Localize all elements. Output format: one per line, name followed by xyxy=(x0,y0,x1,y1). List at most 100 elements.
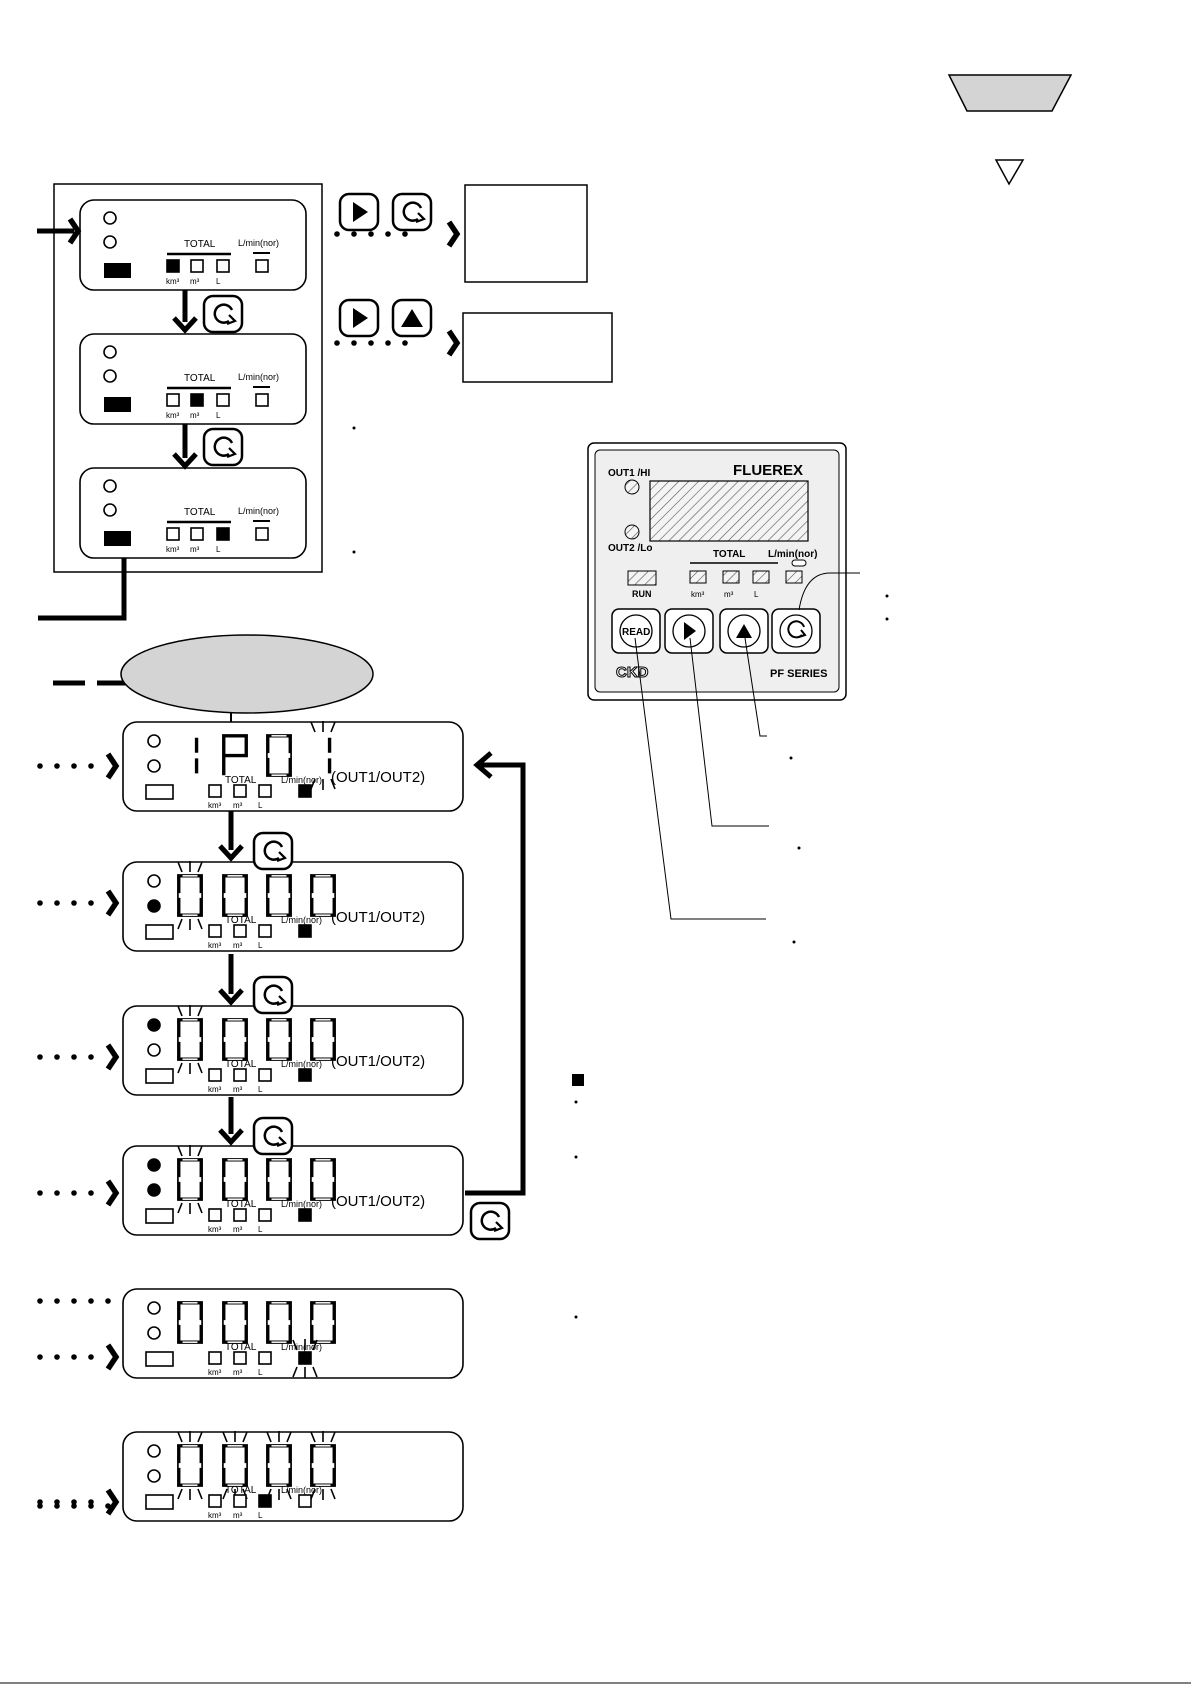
right-key[interactable] xyxy=(338,192,380,232)
display-panel xyxy=(79,467,307,559)
flow-lamp xyxy=(298,1351,312,1365)
mode-select-frame xyxy=(53,183,323,573)
out2-lamp xyxy=(103,369,117,383)
flow-arrow-icon xyxy=(218,844,244,862)
unit-label: L xyxy=(754,590,759,599)
leader-dot xyxy=(37,1499,43,1505)
total-label: TOTAL xyxy=(225,775,257,786)
flow-bar xyxy=(791,559,807,567)
out2-lamp xyxy=(147,899,161,913)
total-label: TOTAL xyxy=(184,373,216,384)
leader-up-key xyxy=(744,637,767,737)
leader-dot xyxy=(37,1190,43,1196)
unit-label: m³ xyxy=(233,1368,243,1377)
read-button[interactable]: READ xyxy=(611,608,661,654)
total-label: TOTAL xyxy=(225,1199,257,1210)
leader-dot xyxy=(71,763,77,769)
flow-arrow-icon xyxy=(218,988,244,1006)
unit-label: km³ xyxy=(166,545,180,554)
unit-lamp xyxy=(216,259,230,273)
display-panel xyxy=(122,1431,464,1522)
leader-dot xyxy=(54,1190,60,1196)
flow-arrow-icon xyxy=(105,752,120,780)
flow-lamp xyxy=(298,1068,312,1082)
run-lamp xyxy=(145,1351,174,1367)
leader-dot xyxy=(88,900,94,906)
bullet xyxy=(574,1155,578,1159)
right-button[interactable] xyxy=(664,608,714,654)
mode-key[interactable] xyxy=(252,975,294,1015)
mode-key[interactable] xyxy=(252,1116,294,1156)
out2-lamp xyxy=(147,1469,161,1483)
run-lamp xyxy=(627,570,657,586)
output-mode-label: (OUT1/OUT2) xyxy=(331,769,425,786)
mode-key[interactable] xyxy=(252,831,294,871)
mode-key[interactable] xyxy=(391,192,433,232)
mode-key[interactable] xyxy=(202,294,244,334)
mode-cycle-key-icon xyxy=(263,840,284,861)
run-lamp xyxy=(104,397,131,412)
unit-lamp xyxy=(208,1351,222,1365)
up-key[interactable] xyxy=(391,298,433,338)
unit-label: L xyxy=(258,1085,263,1094)
leader-dot xyxy=(71,1190,77,1196)
unit-lamp xyxy=(208,1068,222,1082)
mode-key[interactable] xyxy=(469,1201,511,1241)
key-frame xyxy=(252,831,294,871)
unit-lamp xyxy=(233,1351,247,1365)
cycle-button[interactable] xyxy=(771,608,821,654)
display-panel xyxy=(122,861,464,952)
unit-label: L xyxy=(258,1511,263,1520)
leader-dot xyxy=(88,1190,94,1196)
leader-dot xyxy=(37,1054,43,1060)
key-frame xyxy=(202,294,244,334)
return-loop-line xyxy=(465,762,526,1196)
bullet xyxy=(574,1315,578,1319)
unit-lamp xyxy=(208,924,222,938)
leader-dot xyxy=(71,1499,77,1505)
unit-lamp xyxy=(190,527,204,541)
flow-lamp xyxy=(298,1208,312,1222)
right-key[interactable] xyxy=(338,298,380,338)
unit-label: m³ xyxy=(233,1225,243,1234)
mode-cycle-arrowhead xyxy=(415,212,426,224)
total-label: TOTAL xyxy=(225,1485,257,1496)
mode-cycle-arrowhead xyxy=(226,447,237,459)
note-marker xyxy=(572,1074,584,1086)
total-label: TOTAL xyxy=(225,1059,257,1070)
leader-dot xyxy=(54,900,60,906)
display-panel xyxy=(122,721,464,812)
flow-lamp xyxy=(785,570,803,584)
unit-lamp xyxy=(208,1494,222,1508)
flow-arrow-icon xyxy=(446,220,461,248)
unit-label: m³ xyxy=(233,1085,243,1094)
unit-lamp xyxy=(258,1208,272,1222)
total-label: TOTAL xyxy=(184,239,216,250)
unit-label: m³ xyxy=(724,590,734,599)
flow-unit-label: L/min(nor) xyxy=(238,372,279,382)
mode-key[interactable] xyxy=(202,427,244,467)
leader-dot xyxy=(71,1503,77,1509)
unit-lamp xyxy=(258,1068,272,1082)
button-face xyxy=(779,614,813,648)
brand-label: FLUEREX xyxy=(733,462,803,479)
unit-label: m³ xyxy=(233,801,243,810)
leader-dot xyxy=(88,763,94,769)
unit-lamp xyxy=(752,570,770,584)
out2-lamp xyxy=(147,1183,161,1197)
mode-cycle-key-icon xyxy=(213,436,234,457)
flow-unit-label: L/min(nor) xyxy=(238,506,279,516)
up-button[interactable] xyxy=(719,608,769,654)
out2-lamp xyxy=(147,1043,161,1057)
result-box-2 xyxy=(462,312,613,383)
unit-label: km³ xyxy=(208,1511,222,1520)
run-lamp xyxy=(145,1494,174,1510)
unit-lamp xyxy=(722,570,740,584)
leader-dot xyxy=(402,340,408,346)
unit-lamp xyxy=(689,570,707,584)
